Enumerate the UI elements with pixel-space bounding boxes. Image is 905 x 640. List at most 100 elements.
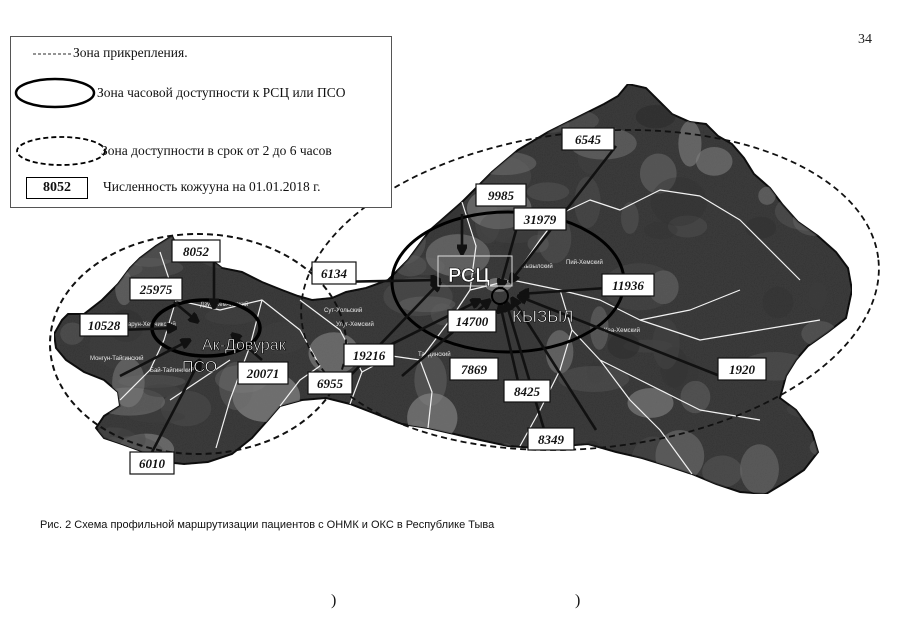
terrain-blob — [402, 167, 432, 197]
terrain-blob — [143, 384, 181, 398]
page-number: 34 — [858, 32, 872, 47]
terrain-blob — [470, 151, 537, 176]
population-box-frame — [447, 309, 497, 333]
terrain-blob — [390, 179, 454, 202]
population-value: 31979 — [523, 212, 557, 227]
terrain-blob — [650, 177, 707, 227]
population-box-frame — [527, 427, 575, 451]
terrain-blob — [586, 361, 604, 384]
population-box-frame — [171, 239, 221, 263]
stray-mark: ) — [575, 592, 581, 609]
terrain-blob — [54, 384, 85, 425]
population-box-frame — [237, 361, 289, 385]
terrain-blob — [111, 222, 132, 240]
terrain-blob — [635, 104, 676, 129]
place-label: Каа-Хемский — [604, 327, 640, 334]
place-labels: Барун-Хемчикский Дзун-Хемчикский Сут-Хол… — [90, 259, 640, 374]
terrain-blob — [205, 307, 258, 325]
terrain-blob — [257, 322, 307, 354]
terrain-blob — [69, 211, 114, 264]
population-box-frame — [513, 207, 567, 231]
terrain-blob — [295, 462, 360, 494]
terrain-blob — [425, 234, 490, 277]
population-value: 6134 — [321, 266, 348, 281]
terrain-blob — [648, 270, 679, 305]
terrain-blob — [54, 470, 80, 493]
terrain-blob — [112, 358, 145, 408]
terrain-blob — [627, 388, 674, 418]
terrain-blob — [428, 95, 462, 127]
population-box-frame — [601, 273, 655, 297]
terrain-blob — [644, 221, 678, 239]
population-value: 8052 — [183, 244, 210, 259]
population-value: 10528 — [88, 318, 121, 333]
population-value: 11936 — [612, 278, 644, 293]
district-borders — [119, 189, 821, 475]
place-label: Кызылский — [522, 263, 553, 270]
terrain-blob — [695, 147, 733, 176]
terrain-blob — [652, 318, 680, 370]
terrain-blob — [774, 192, 844, 231]
figure-caption: Рис. 2 Схема профильной маршрутизации па… — [40, 519, 495, 531]
terrain-blob — [639, 153, 677, 194]
terrain-blob — [792, 204, 836, 236]
terrain-blob — [740, 444, 779, 494]
terrain-blob — [554, 447, 576, 485]
place-label: Дзун-Хемчикский — [200, 301, 248, 308]
terrain-blob — [817, 154, 842, 168]
dashed-line-icon — [33, 53, 73, 55]
terrain-blob — [389, 453, 446, 469]
population-box-frame — [343, 343, 395, 367]
rsc-label: РСЦ — [448, 265, 490, 287]
population-box-frame — [307, 371, 353, 395]
terrain-blob — [400, 111, 420, 141]
center-labels: РСЦ КЫЗЫЛ Ак-Довурак ПСО — [182, 255, 574, 376]
dashed-ellipse-icon — [16, 136, 106, 166]
terrain-blob — [680, 380, 711, 414]
population-value: 6955 — [317, 376, 344, 391]
place-label: Бай-Тайгинский — [150, 367, 194, 374]
terrain-blob — [809, 437, 840, 457]
ak-dovurak-label: Ак-Довурак — [202, 337, 287, 354]
terrain-blob — [337, 419, 398, 460]
terrain-blob — [792, 84, 828, 104]
place-label: Тандинский — [418, 351, 451, 358]
terrain-blob — [253, 221, 289, 241]
terrain-blob — [398, 296, 456, 313]
east-zone-2-6h — [300, 129, 880, 451]
terrain-blob — [762, 286, 794, 319]
place-label: Барун-Хемчикский — [124, 321, 176, 328]
population-value: 9985 — [488, 188, 515, 203]
terrain-blob — [745, 216, 777, 239]
population-value: 6010 — [139, 456, 166, 471]
pso-label: ПСО — [182, 359, 217, 376]
terrain-blob — [526, 182, 570, 202]
place-label: Монгун-Тайгинский — [90, 355, 143, 362]
terrain-blob — [395, 442, 456, 492]
sample-population-box: 8052 — [26, 177, 88, 199]
stray-mark: ) — [331, 592, 337, 609]
terrain-blob — [129, 206, 152, 236]
population-box-frame — [449, 357, 499, 381]
population-box-frame — [129, 277, 183, 301]
population-box-frame — [503, 379, 551, 403]
terrain-blob — [54, 278, 72, 291]
kyzyl-label: КЫЗЫЛ — [512, 307, 573, 326]
population-box-frame — [475, 183, 527, 207]
terrain-blob — [545, 330, 574, 374]
terrain-blob — [753, 117, 812, 157]
terrain-blob — [808, 281, 827, 310]
population-box-frame — [129, 451, 175, 475]
solid-ellipse-icon — [14, 77, 96, 109]
population-box-frame — [561, 127, 615, 151]
population-value: 25975 — [139, 282, 173, 297]
population-value: 19216 — [353, 348, 386, 363]
terrain-blob — [758, 186, 776, 205]
terrain-blob — [801, 320, 838, 347]
terrain-blob — [377, 216, 426, 266]
population-value: 20071 — [246, 366, 280, 381]
place-label: Пий-Хемский — [566, 259, 603, 266]
population-box-frame — [311, 261, 357, 285]
